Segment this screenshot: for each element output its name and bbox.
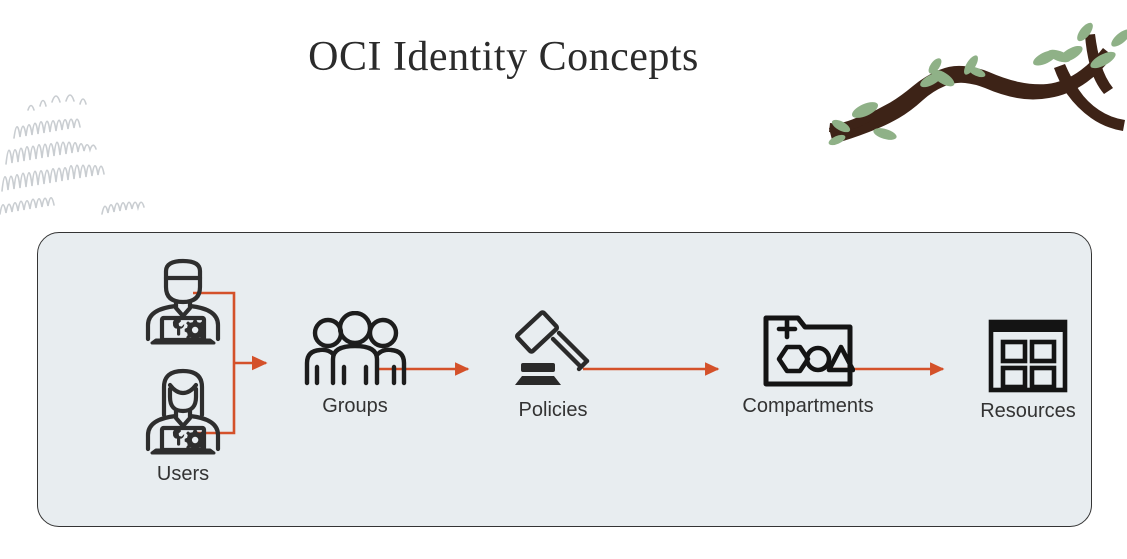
node-label-policies: Policies bbox=[518, 399, 588, 421]
squiggle-pattern-decoration bbox=[0, 94, 145, 215]
node-label-compartments: Compartments bbox=[742, 395, 874, 417]
gavel-icon bbox=[514, 310, 590, 385]
node-label-users: Users bbox=[156, 463, 210, 485]
node-resources[interactable]: Resources bbox=[923, 318, 1127, 423]
spacer bbox=[93, 347, 273, 365]
window-grid-icon bbox=[988, 319, 1068, 393]
page-title: OCI Identity Concepts bbox=[308, 34, 699, 80]
folder-with-shapes-icon bbox=[763, 315, 855, 387]
node-label-groups: Groups bbox=[322, 395, 388, 417]
node-policies[interactable]: Policies bbox=[458, 307, 648, 422]
user-icons-stack bbox=[93, 255, 273, 457]
node-users[interactable]: Users bbox=[93, 255, 273, 486]
user-with-laptop-icon bbox=[145, 368, 221, 455]
node-compartments[interactable]: Compartments bbox=[678, 313, 938, 418]
three-people-icon bbox=[304, 311, 407, 386]
identity-concepts-diagram: Users Groups bbox=[37, 232, 1092, 527]
node-groups[interactable]: Groups bbox=[260, 311, 450, 418]
user-with-laptop-icon bbox=[145, 258, 221, 345]
node-label-resources: Resources bbox=[980, 400, 1076, 422]
